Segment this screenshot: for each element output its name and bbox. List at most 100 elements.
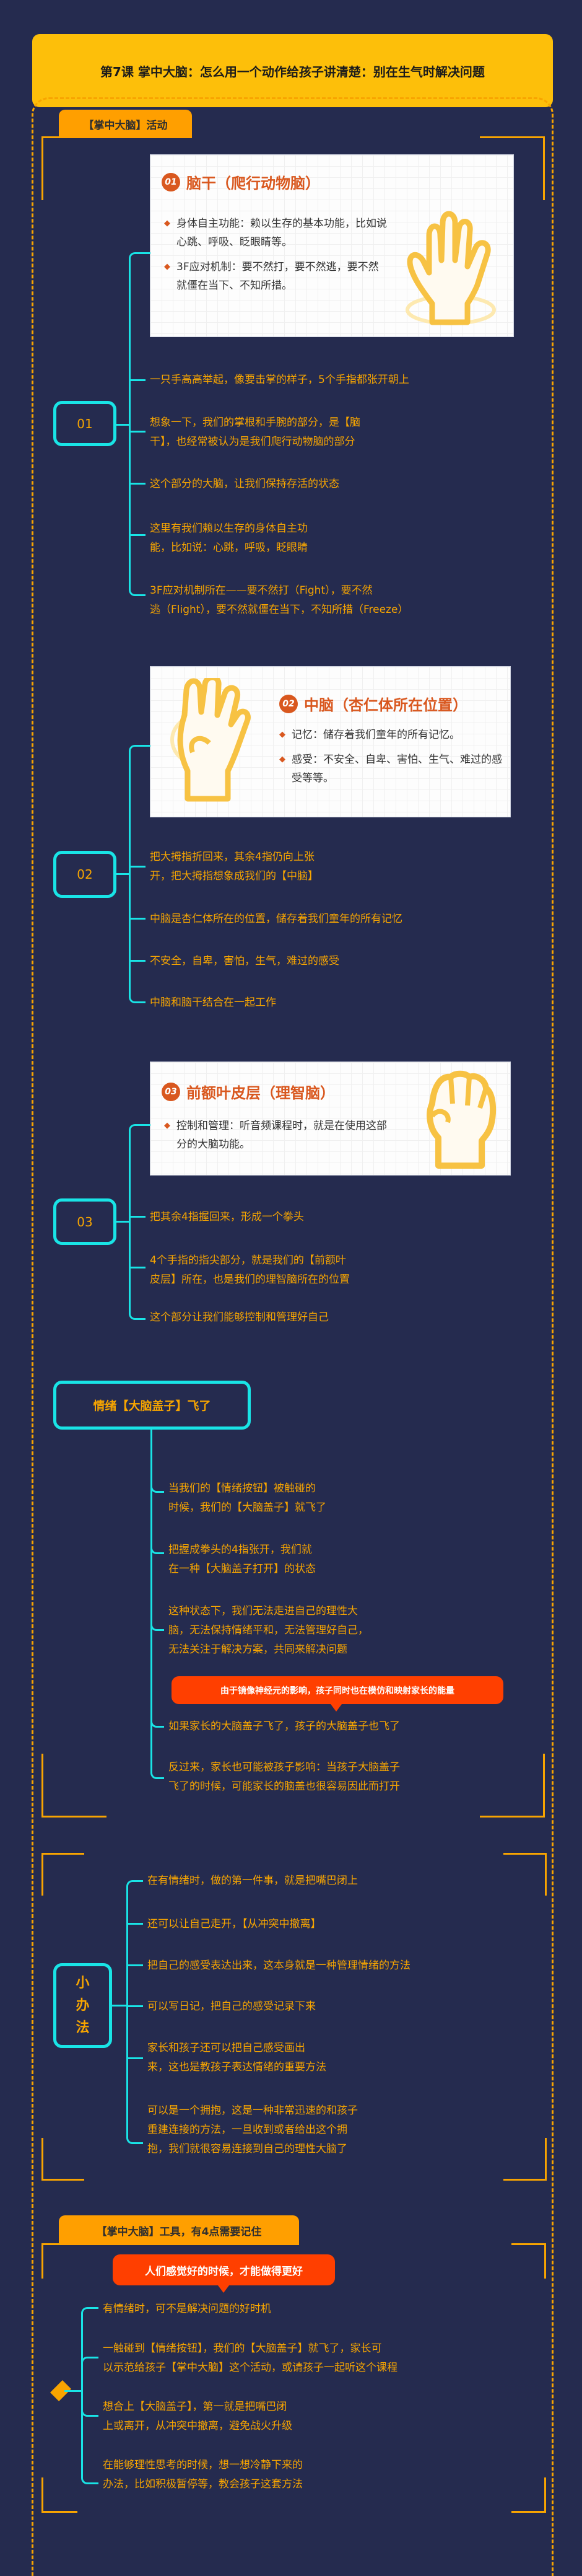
connector [130,960,146,962]
midbrain-card: 02 中脑（杏仁体所在位置） ◆记忆：储存着我们童年的所有记忆。 ◆感受：不安全… [150,667,510,817]
fist-icon [427,1070,497,1169]
frame-corner-br [503,2138,547,2181]
callout-tail [331,1704,342,1712]
brainstem-card: 01 脑干（爬行动物脑） ◆身体自主功能：赖以生存的基本功能，比如说心跳、呼吸、… [150,155,513,336]
card-title-row: 03 前额叶皮层（理智脑） [162,1081,335,1102]
page-title-bar: 第7课 掌中大脑：怎么用一个动作给孩子讲清楚：别在生气时解决问题 [32,34,553,107]
connector [129,745,150,819]
list-item: 4个手指的指尖部分，就是我们的【前额叶 皮层】所在，也是我们的理智脑所在的位置 [150,1254,350,1286]
card-bullet: ◆控制和管理：听音频课程时，就是在使用这部分的大脑功能。 [164,1117,387,1154]
connector [126,2132,143,2144]
card-bullet: ◆感受：不安全、自卑、害怕、生气、难过的感受等等。 [279,750,502,788]
connector [150,1622,164,1631]
connector [81,2404,98,2417]
card-title-row: 02 中脑（杏仁体所在位置） [279,693,467,714]
frame-corner-bl [41,1754,106,1818]
section-tool-label: 【掌中大脑】工具，有4点需要记住 [59,2215,299,2245]
list-item: 当我们的【情绪按钮】被触碰的 时候，我们的【大脑盖子】就飞了 [168,1482,326,1514]
list-item: 在有情绪时，做的第一件事，就是把嘴巴闭上 [147,1875,358,1887]
list-item: 中脑是杏仁体所在的位置，储存着我们童年的所有记忆 [150,913,402,925]
connector [128,1964,143,1966]
connector [128,1923,143,1925]
list-item: 可以写日记，把自己的感受记录下来 [147,2000,316,2013]
diamond-bullet-icon: ◆ [164,219,170,228]
card-bullet: ◆身体自主功能：赖以生存的基本功能，比如说心跳、呼吸、眨眼睛等。 [164,214,387,252]
list-item: 3F应对机制所在——要不然打（Fight），要不然 逃（Flight），要不然就… [150,584,409,616]
list-item: 家长和孩子还可以把自己感受画出 来，这也是教孩子表达情绪的重要方法 [147,2042,326,2073]
section-activity-label: 【掌中大脑】活动 [59,110,192,138]
diamond-bullet-icon: ◆ [164,1121,170,1130]
list-item: 如果家长的大脑盖子飞了，孩子的大脑盖子也飞了 [168,1720,400,1733]
diamond-bullet-icon: ◆ [279,755,285,764]
connector-spine [150,1430,152,1774]
page-title: 第7课 掌中大脑：怎么用一个动作给孩子讲清楚：别在生气时解决问题 [100,64,485,79]
card-bullet: ◆记忆：储存着我们童年的所有记忆。 [279,726,502,744]
card-title: 中脑（杏仁体所在位置） [304,697,467,714]
node-01[interactable]: 01 [53,401,116,446]
connector [130,379,146,381]
node-tips[interactable]: 小 办 法 [53,1963,112,2048]
connector-spine [126,1902,128,2138]
connector [130,1267,146,1268]
callout-tail [218,2285,229,2293]
list-item: 这里有我们赖以生存的身体自主功 能，比如说：心跳，呼吸，眨眼睛 [150,522,308,554]
list-item: 把自己的感受表达出来，这本身就是一种管理情绪的方法 [147,1959,410,1972]
connector [81,2357,98,2369]
connector [116,1221,129,1223]
frame-corner-bl [41,2477,77,2513]
list-item: 中脑和脑干结合在一起工作 [150,996,276,1009]
card-title: 前额叶皮层（理智脑） [186,1084,335,1102]
frame-corner-br [480,1754,545,1818]
connector [129,1124,150,1198]
connector [116,873,129,875]
connector [126,1880,143,1905]
diamond-bullet-icon: ◆ [279,730,285,739]
list-item: 把握成拳头的4指张开，我们就 在一种【大脑盖子打开】的状态 [168,1544,316,1575]
outer-dashed-frame [32,97,554,2576]
frame-corner-bl [41,2138,84,2181]
list-item: 反过来，家长也可能被孩子影响：当孩子大脑盖子 飞了的时候，可能家长的脑盖也很容易… [168,1761,400,1793]
number-badge: 02 [279,694,298,713]
list-item: 这个部分让我们能够控制和管理好自己 [150,1311,329,1324]
connector [116,424,129,426]
frame-corner-br [511,2477,546,2513]
connector-spine [81,2330,83,2473]
connector [129,979,146,1003]
connector-spine [129,372,131,558]
diamond-bullet-icon: ◆ [164,262,170,271]
section-tool-label-text: 【掌中大脑】工具，有4点需要记住 [96,2225,262,2238]
list-item: 有情绪时，可不是解决问题的好时机 [103,2303,271,2315]
list-item: 想象一下，我们的掌根和手腕的部分，是【脑 干】，也经常被认为是我们爬行动物脑的部… [150,416,360,448]
thumb-folded-hand-icon [170,678,251,802]
connector [130,483,146,485]
frame-corner-tr [511,2243,546,2279]
list-item: 这种状态下，我们无法走进自己的理性大 脑，无法保持情绪平和，无法管理好自己， 无… [168,1605,368,1656]
connector [150,1484,164,1493]
connector [150,1545,164,1554]
number-badge: 01 [162,172,180,191]
mirror-neuron-callout: 由于镜像神经元的影响，孩子同时也在模仿和映射家长的能量 [172,1676,503,1712]
section-activity-label-text: 【掌中大脑】活动 [83,119,168,132]
frame-corner-tr [503,1853,547,1896]
node-03[interactable]: 03 [53,1198,116,1245]
connector [128,2005,143,2007]
frame-corner-tl [41,2243,61,2279]
feel-good-callout: 人们感觉好的时候，才能做得更好 [113,2254,335,2293]
open-hand-icon [406,211,496,325]
prefrontal-card: 03 前额叶皮层（理智脑） ◆控制和管理：听音频课程时，就是在使用这部分的大脑功… [150,1062,510,1175]
connector [129,252,150,376]
card-bullets: ◆记忆：储存着我们童年的所有记忆。 ◆感受：不安全、自卑、害怕、生气、难过的感受… [279,726,502,794]
list-item: 想合上【大脑盖子】，第一就是把嘴巴闭 上或离开，从冲突中撤离，避免战火升级 [103,2401,292,2432]
connector [128,2057,143,2059]
connector [81,2307,98,2332]
list-item: 可以是一个拥抱，这是一种非常迅速的和孩子 重建连接的方法，一旦收到或者给出这个拥… [147,2104,358,2155]
list-item: 还可以让自己走开，【从冲突中撤离】 [147,1918,321,1930]
connector [150,1766,164,1779]
node-lid-flip[interactable]: 情绪【大脑盖子】飞了 [53,1381,251,1430]
list-item: 把其余4指握回来，形成一个拳头 [150,1211,304,1223]
number-badge: 03 [162,1082,180,1101]
list-item: 这个部分的大脑，让我们保持存活的状态 [150,478,339,490]
node-02[interactable]: 02 [53,851,116,898]
connector [112,2005,127,2007]
list-item: 不安全，自卑，害怕，生气，难过的感受 [150,955,339,967]
